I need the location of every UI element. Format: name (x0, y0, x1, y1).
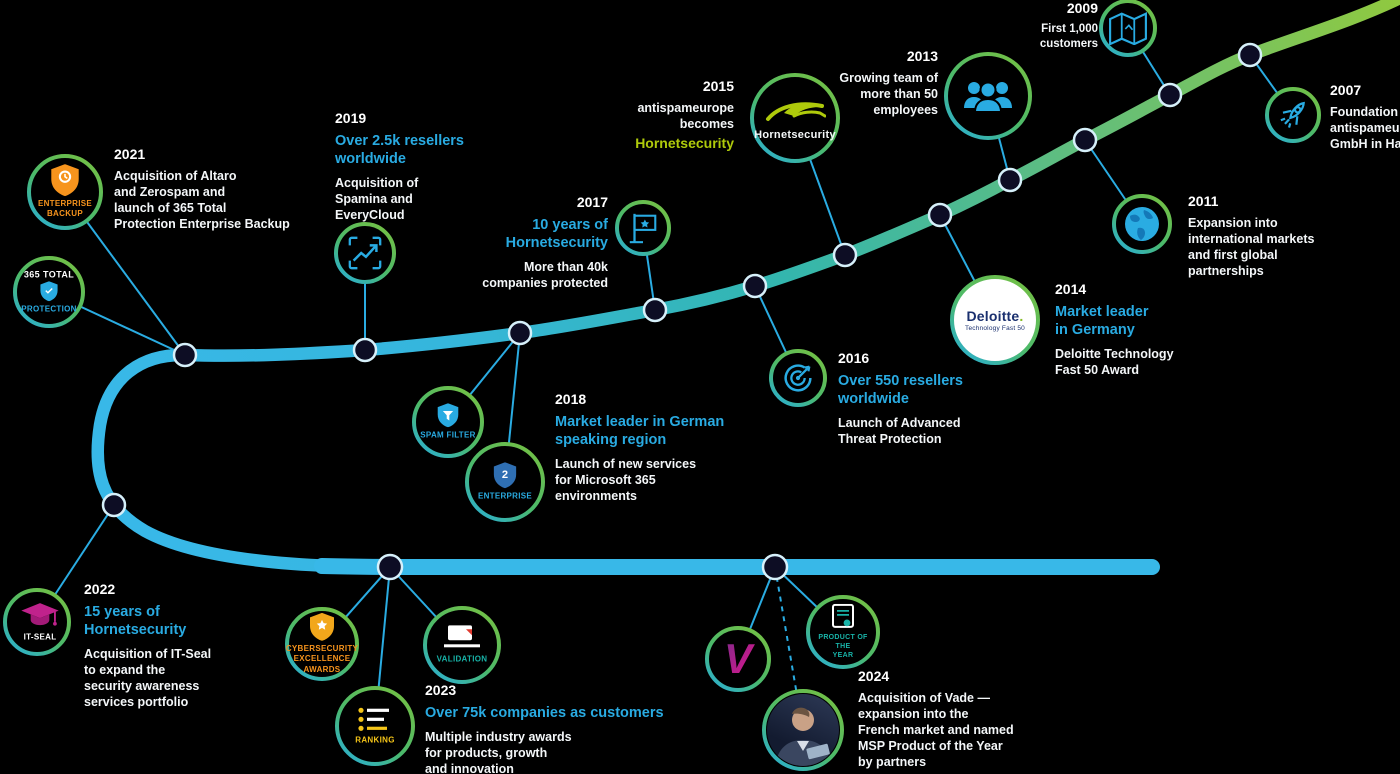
resellers-550-body: Launch of Advanced Threat Protection (838, 416, 961, 447)
milestone-backup: 2021 Acquisition of Altaro and Zerospam … (114, 146, 290, 232)
fifteen-years-year: 2022 (84, 581, 116, 597)
fifteen-years-heading: 15 years of Hornetsecurity (84, 604, 187, 639)
milestone-rebrand: 2015 antispameurope becomes Hornetsecuri… (635, 78, 734, 151)
milestone-resellers-550: 2016 Over 550 resellers worldwide Launch… (838, 350, 963, 447)
founding-year: 2007 (1330, 82, 1362, 98)
resellers-550-year: 2016 (838, 350, 870, 366)
resellers-25k-heading: Over 2.5k resellers worldwide (335, 133, 464, 168)
vade-body: Acquisition of Vade — expansion into the… (858, 691, 1014, 769)
backup-body: Acquisition of Altaro and Zerospam and l… (114, 169, 290, 231)
milestone-vade: 2024 Acquisition of Vade — expansion int… (858, 668, 1014, 770)
dach-year: 2018 (555, 391, 587, 407)
international-year: 2011 (1188, 193, 1219, 209)
milestone-customers-75k: 2023 Over 75k companies as customers Mul… (425, 682, 664, 774)
international-body: Expansion into international markets and… (1188, 216, 1315, 278)
resellers-25k-body: Acquisition of Spamina and EveryCloud (335, 176, 419, 223)
milestone-fifteen-years: 2022 15 years of Hornetsecurity Acquisit… (84, 581, 211, 710)
milestone-ten-years: 2017 10 years of Hornetsecurity More tha… (482, 194, 608, 291)
resellers-25k-year: 2019 (335, 110, 367, 126)
milestone-market-leader-dach: 2018 Market leader in German speaking re… (555, 391, 724, 504)
milestone-nodes (101, 42, 1263, 581)
founding-body: Foundation of antispameurope GmbH in Han… (1330, 105, 1400, 151)
fifteen-years-body: Acquisition of IT-Seal to expand the sec… (84, 647, 212, 710)
milestone-resellers-25k: 2019 Over 2.5k resellers worldwide Acqui… (335, 110, 464, 223)
milestone-team: 2013 Growing team of more than 50 employ… (839, 48, 938, 118)
team-year: 2013 (906, 48, 938, 64)
dach-heading: Market leader in German speaking region (555, 414, 725, 449)
milestone-international: 2011 Expansion into international market… (1188, 193, 1314, 279)
rebrand-brand-name: Hornetsecurity (635, 135, 734, 151)
ten-years-heading: 10 years of Hornetsecurity (505, 217, 608, 252)
early-growth-body: First 1,000 customers (1039, 23, 1098, 50)
ceo-photo (767, 694, 839, 766)
early-growth-year: 2009 (1066, 0, 1098, 16)
ceo-portrait (775, 707, 831, 766)
customers-75k-year: 2023 (425, 682, 457, 698)
germany-body: Deloitte Technology Fast 50 Award (1055, 347, 1174, 378)
rebrand-body: antispameurope becomes (637, 101, 734, 131)
customers-75k-body: Multiple industry awards for products, g… (425, 730, 572, 774)
germany-year: 2014 (1055, 281, 1087, 297)
milestone-early-growth: 2009 First 1,000 customers (1040, 0, 1098, 51)
milestone-founding: 2007 Foundation of antispameurope GmbH i… (1330, 82, 1400, 152)
germany-heading: Market leader in Germany (1055, 304, 1149, 339)
milestone-market-leader-germany: 2014 Market leader in Germany Deloitte T… (1055, 281, 1174, 378)
dach-body: Launch of new services for Microsoft 365… (555, 457, 697, 504)
ten-years-year: 2017 (576, 194, 608, 210)
vade-year: 2024 (858, 668, 890, 684)
ten-years-body: More than 40k companies protected (482, 260, 608, 291)
customers-75k-heading: Over 75k companies as customers (425, 705, 664, 721)
resellers-550-heading: Over 550 resellers worldwide (838, 373, 963, 408)
team-body: Growing team of more than 50 employees (839, 71, 938, 117)
backup-year: 2021 (114, 146, 146, 162)
rebrand-year: 2015 (702, 78, 734, 94)
